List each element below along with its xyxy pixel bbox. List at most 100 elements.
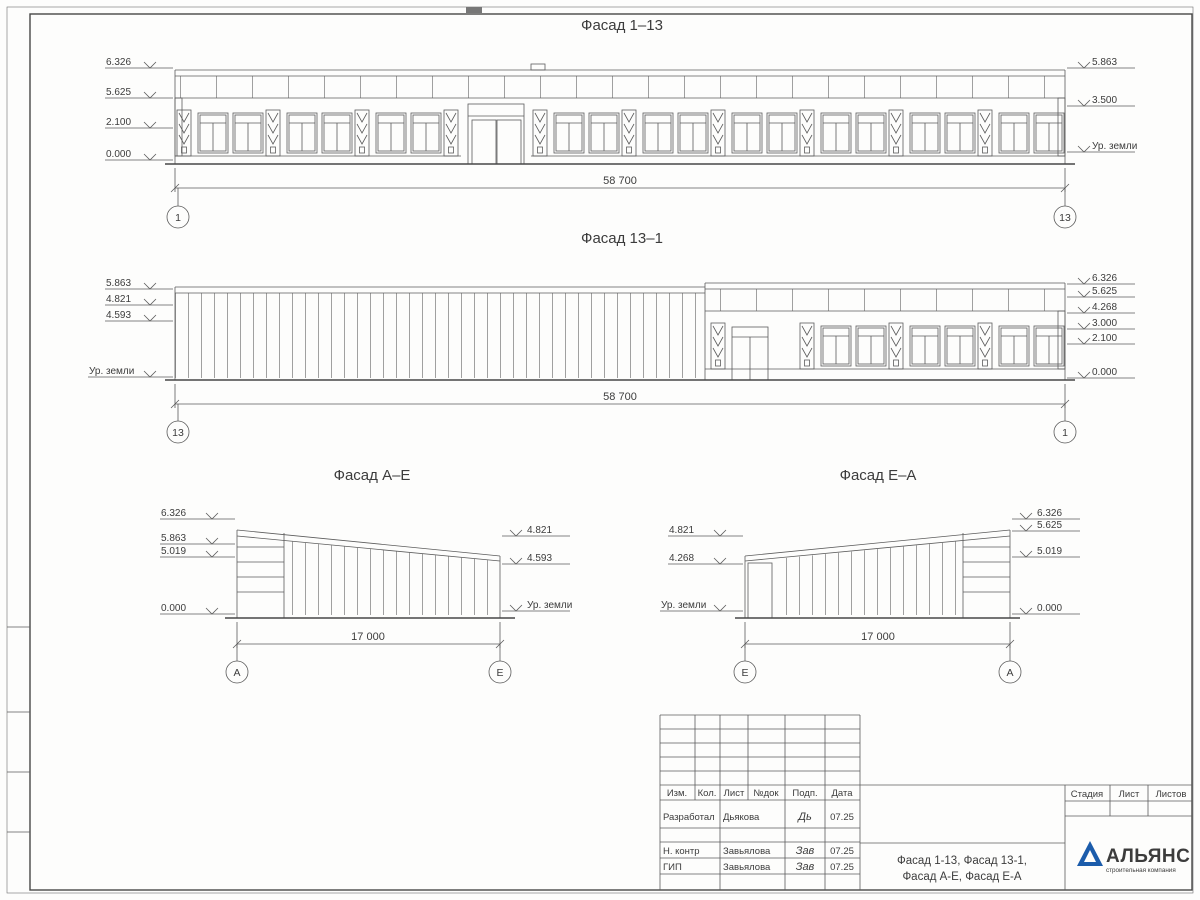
grid-axis-label: Е <box>741 667 748 679</box>
grid-axis-label: 1 <box>1062 427 1068 439</box>
company-name: АЛЬЯНС <box>1106 846 1190 867</box>
facade-1-13: Фасад 1–13 <box>105 17 1137 229</box>
title-block-stage-headers: Стадия Лист Листов <box>1071 789 1187 800</box>
facade-13-1-grid-axes: 13 1 <box>166 404 1077 444</box>
elevation-mark: 0.000 <box>1092 367 1117 378</box>
facade-e-a-grid-axes: Е А <box>733 644 1022 684</box>
elevation-mark: 4.821 <box>106 294 131 305</box>
grid-axis-label: Е <box>496 667 503 679</box>
elevation-mark: 6.326 <box>106 57 131 68</box>
facade-13-1-marks-left: 5.863 4.821 4.593 Ур. земли <box>88 278 173 378</box>
side-door <box>747 562 773 619</box>
facade-title: Фасад 13–1 <box>581 230 663 247</box>
facade-a-e: Фасад А–Е 17 000 А Е 6.326 5.863 <box>160 467 572 684</box>
elevation-mark: 5.019 <box>161 546 186 557</box>
role-label: Разработал <box>663 812 715 823</box>
col-header-ndok: №док <box>753 788 779 799</box>
elevation-mark: 5.625 <box>1037 520 1062 531</box>
facade-e-a-marks-right: 6.326 5.625 5.019 0.000 <box>1012 508 1080 615</box>
facade-a-e-marks-left: 6.326 5.863 5.019 0.000 <box>160 508 235 615</box>
elevation-mark: 2.100 <box>1092 333 1117 344</box>
elevation-mark: 0.000 <box>161 603 186 614</box>
facade-13-1: Фасад 13–1 58 700 <box>88 230 1135 444</box>
grid-axis-label: А <box>233 667 240 679</box>
window-bay <box>622 110 708 156</box>
window-bay <box>355 110 441 156</box>
company-tagline: строительная компания <box>1106 867 1176 874</box>
elevation-mark: 0.000 <box>1037 603 1062 614</box>
elevation-mark: 5.863 <box>161 533 186 544</box>
title-block: Изм. Кол. Лист №док Подп. Дата Разработа… <box>659 714 1192 890</box>
stage-header-list: Лист <box>1119 789 1140 800</box>
signature: Зав <box>796 861 815 873</box>
person-name: Завьялова <box>723 846 771 857</box>
dimension-label: 58 700 <box>603 391 637 403</box>
date: 07.25 <box>830 862 854 873</box>
elevation-mark: 6.326 <box>161 508 186 519</box>
elevation-mark: 0.000 <box>106 149 131 160</box>
elevation-mark: 5.019 <box>1037 546 1062 557</box>
doc-title-line1: Фасад 1-13, Фасад 13-1, <box>897 855 1027 867</box>
col-header-podp: Подп. <box>792 788 817 799</box>
signature: Дь <box>796 811 812 823</box>
col-header-kol: Кол. <box>698 788 717 799</box>
title-block-row-gip: ГИП Завьялова Зав 07.25 <box>663 861 854 873</box>
window-bay <box>266 110 352 156</box>
doc-title-line2: Фасад А-Е, Фасад Е-А <box>902 871 1021 883</box>
elevation-mark: 4.821 <box>527 525 552 536</box>
frame-centering-mark <box>466 7 482 13</box>
window-bay <box>711 110 797 156</box>
window-bay <box>978 110 1064 156</box>
company-logo: АЛЬЯНС строительная компания <box>1077 841 1190 874</box>
elevation-mark: 4.821 <box>669 525 694 536</box>
stage-header-stadia: Стадия <box>1071 789 1103 800</box>
elevation-mark: 5.625 <box>1092 286 1117 297</box>
role-label: ГИП <box>663 862 682 873</box>
facade-title: Фасад Е–А <box>840 467 917 484</box>
grid-axis-label: 1 <box>175 212 181 224</box>
elevation-mark: Ур. земли <box>1092 141 1137 152</box>
elevation-mark: 6.326 <box>1092 273 1117 284</box>
grid-axis-label: 13 <box>1059 212 1071 224</box>
facade-1-13-marks-right: 5.863 3.500 Ур. земли <box>1067 57 1137 153</box>
elevation-mark: 3.500 <box>1092 95 1117 106</box>
date: 07.25 <box>830 846 854 857</box>
window-bay <box>177 110 263 156</box>
window-bay <box>978 323 1064 369</box>
facade-e-a: Фасад Е–А 17 000 Е А 4.821 4. <box>660 467 1080 684</box>
dimension-label: 58 700 <box>603 175 637 187</box>
person-name: Завьялова <box>723 862 771 873</box>
col-header-list: Лист <box>724 788 745 799</box>
elevation-mark: 4.593 <box>106 310 131 321</box>
window-bay <box>800 110 886 156</box>
facade-1-13-dimension: 58 700 <box>170 168 1070 193</box>
title-block-doc-title: Фасад 1-13, Фасад 13-1, Фасад А-Е, Фасад… <box>897 855 1027 883</box>
person-name: Дьякова <box>723 812 760 823</box>
facade-a-e-building <box>236 529 501 618</box>
facade-13-1-dimension: 58 700 <box>170 384 1070 409</box>
facade-e-a-dimension: 17 000 <box>740 622 1015 649</box>
window-bay <box>889 110 975 156</box>
facade-1-13-grid-axes: 1 13 <box>166 188 1077 229</box>
window-bay <box>889 323 975 369</box>
facade-title: Фасад 1–13 <box>581 17 663 34</box>
elevation-mark: 4.268 <box>669 553 694 564</box>
elevation-mark: 3.000 <box>1092 318 1117 329</box>
sheet-frame <box>6 6 1194 894</box>
facade-e-a-building <box>744 529 1011 619</box>
title-block-header-row: Изм. Кол. Лист №док Подп. Дата <box>667 788 853 799</box>
title-block-grid <box>659 714 1192 890</box>
elevation-mark: Ур. земли <box>661 600 706 611</box>
elevation-mark: 5.863 <box>106 278 131 289</box>
role-label: Н. контр <box>663 846 700 857</box>
entrance-door <box>731 326 769 381</box>
facade-a-e-grid-axes: А Е <box>225 644 512 684</box>
col-header-izm: Изм. <box>667 788 687 799</box>
grid-axis-label: А <box>1006 667 1013 679</box>
elevation-mark: 6.326 <box>1037 508 1062 519</box>
col-header-data: Дата <box>831 788 853 799</box>
title-block-row-developer: Разработал Дьякова Дь 07.25 <box>663 811 854 823</box>
facade-1-13-marks-left: 6.326 5.625 2.100 0.000 <box>105 57 173 161</box>
